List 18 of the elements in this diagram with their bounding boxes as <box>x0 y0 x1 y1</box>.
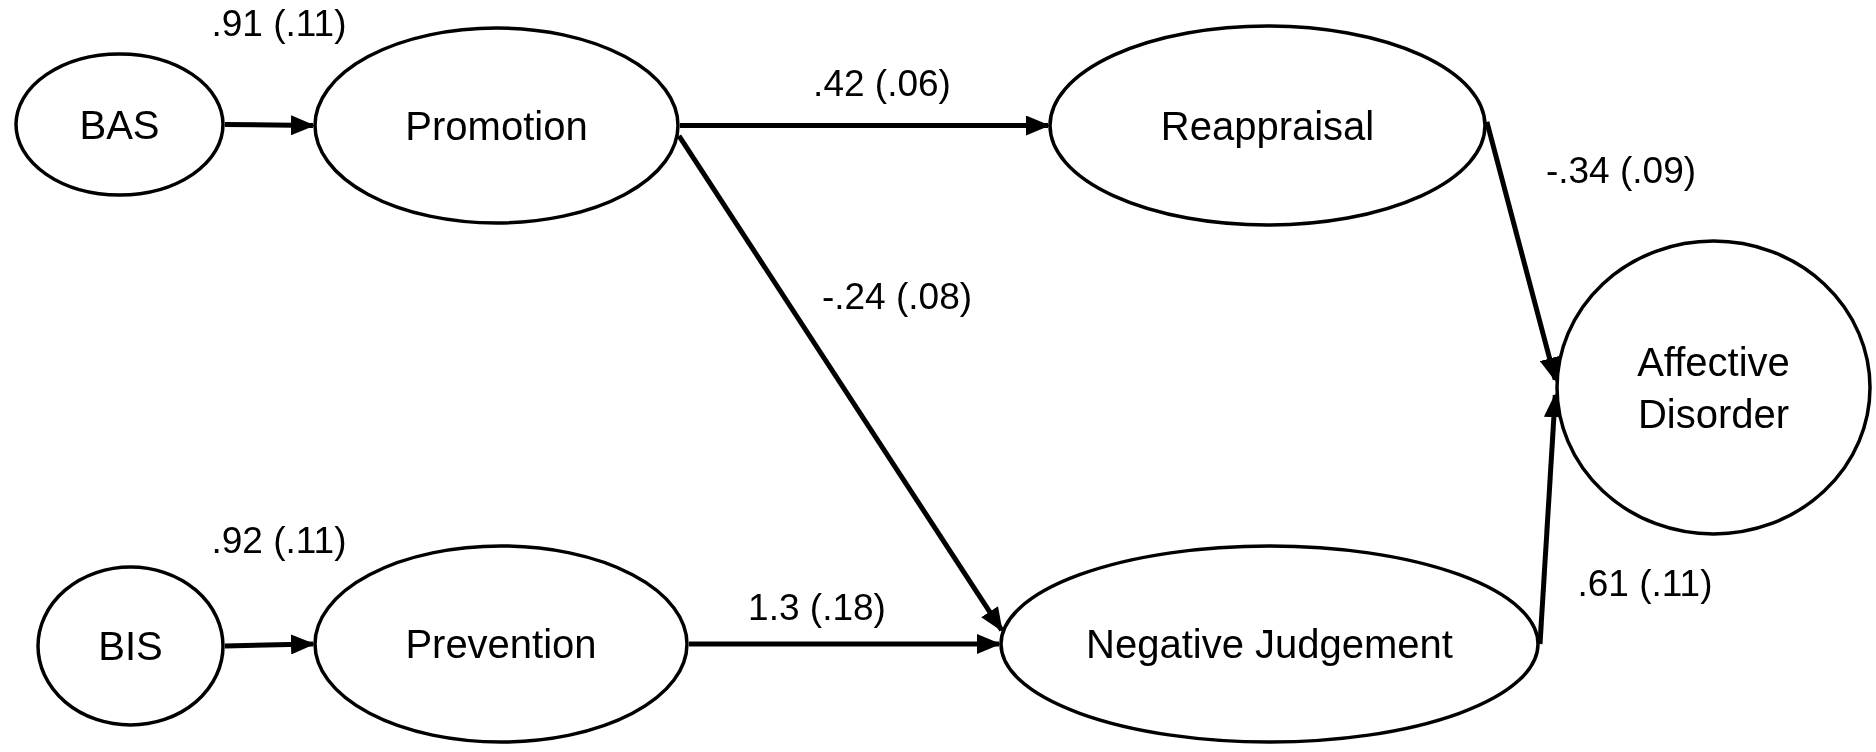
arrow <box>689 634 1001 654</box>
latent-variable-ellipse <box>999 544 1540 744</box>
node-label: Reappraisal <box>1159 102 1376 150</box>
arrow <box>224 634 315 655</box>
node-label: BAS <box>78 101 161 149</box>
node-label: BIS <box>97 623 164 670</box>
arrow <box>1484 121 1560 382</box>
node-label: Affective Disorder <box>1636 338 1791 438</box>
latent-variable-ellipse <box>1048 24 1487 227</box>
latent-variable-ellipse <box>1555 239 1872 536</box>
node-label: Negative Judgement <box>1085 621 1454 668</box>
arrow <box>676 134 1004 632</box>
latent-variable-ellipse <box>36 565 225 727</box>
arrow <box>224 115 315 136</box>
node-label: Prevention <box>404 621 598 668</box>
latent-variable-ellipse <box>14 52 225 197</box>
arrow <box>680 115 1050 136</box>
node-label: Promotion <box>404 102 589 150</box>
